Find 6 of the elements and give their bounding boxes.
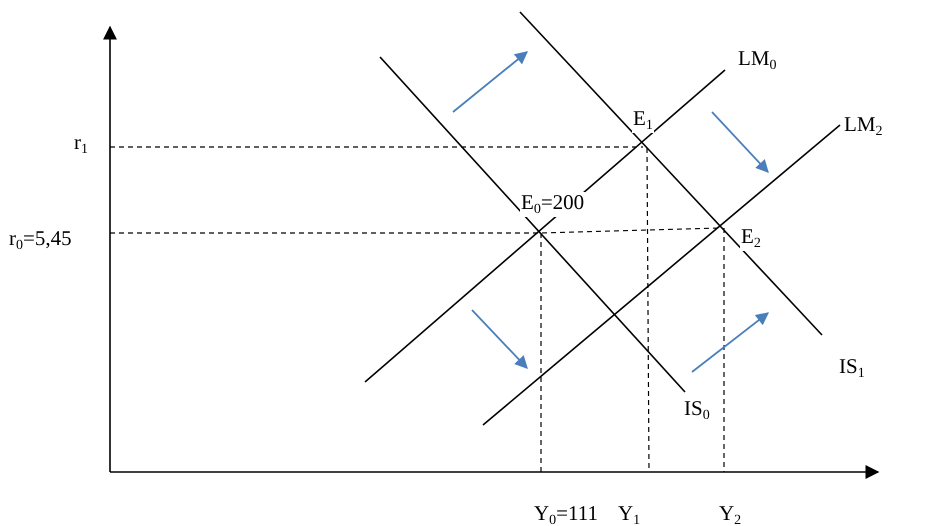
axis-tick-label: Y$_{2}$ bbox=[718, 503, 742, 526]
axis-tick-label: Y$_{1}$ bbox=[617, 503, 642, 526]
point-label: E$_{1}$ bbox=[632, 108, 654, 133]
point-label: E$_{2}$ bbox=[740, 226, 762, 251]
axis-tick-label: Y$_{0}$=111 bbox=[533, 503, 599, 526]
point-label: E$_{0}$=200 bbox=[520, 192, 586, 217]
